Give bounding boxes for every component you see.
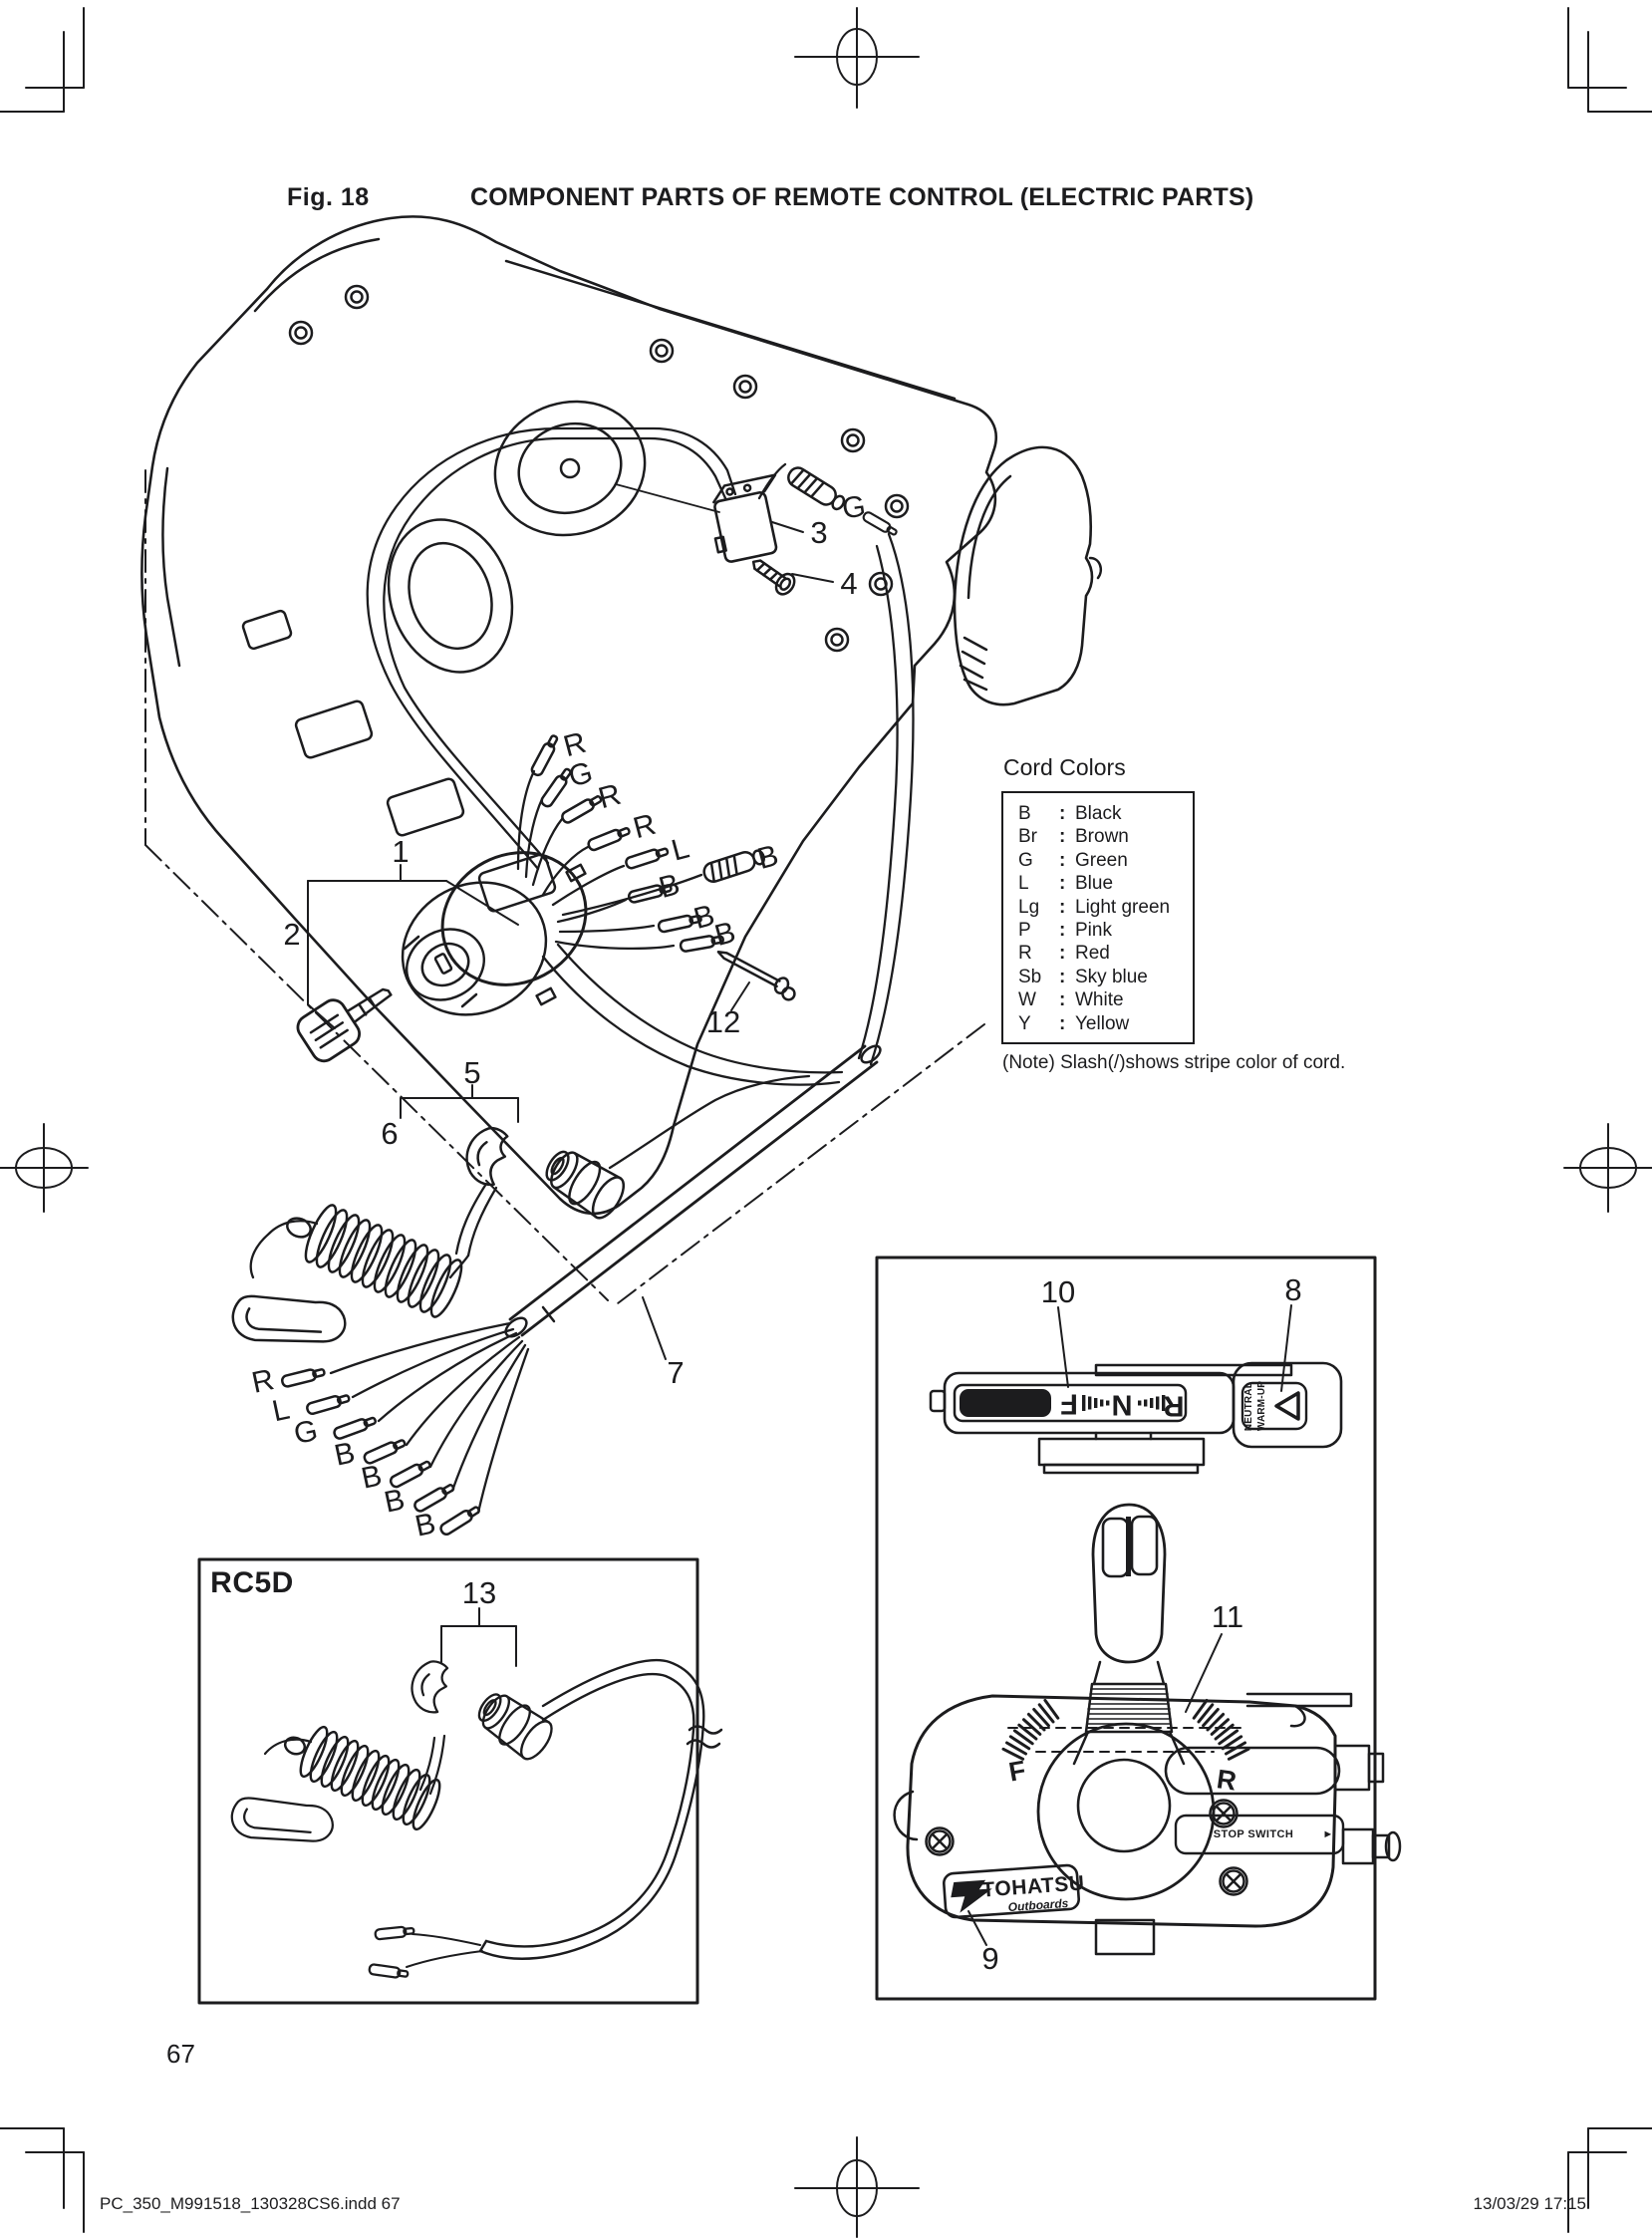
- legend-row: Lg:Light green: [1018, 896, 1171, 918]
- page-title: COMPONENT PARTS OF REMOTE CONTROL (ELECT…: [470, 183, 1254, 211]
- inset-box: [197, 1557, 723, 2005]
- stop-switch-label: STOP SWITCH: [1213, 1828, 1294, 1840]
- indicator-ticks: [1082, 1395, 1166, 1411]
- switch-wire-fan: [516, 769, 703, 951]
- page-number: 67: [166, 2039, 195, 2069]
- leader-lines: [307, 521, 1292, 1946]
- legend-row: G:Green: [1018, 849, 1128, 871]
- key-sketch: [296, 987, 393, 1063]
- main-switch-sketch: [296, 426, 768, 1063]
- footer-timestamp: 13/03/29 17:15: [1473, 2194, 1586, 2213]
- lever-sketch: [1072, 1503, 1186, 1766]
- cable-sketch: [279, 943, 882, 1538]
- callout-9: 9: [981, 1941, 999, 1976]
- stop-switch-arrow: ►: [1322, 1828, 1334, 1840]
- neutral-warmup-label: NEUTRAL WARM-UP: [1243, 1380, 1267, 1432]
- legend-box: B:Black Br:Brown G:Green L:Blue Lg:Light…: [1001, 791, 1195, 1044]
- chain-lines: [144, 469, 985, 1304]
- callout-11: 11: [1211, 1599, 1244, 1634]
- legend-row: R:Red: [1018, 943, 1110, 965]
- switch-box-sketch: [615, 445, 1102, 1066]
- legend-row: P:Pink: [1018, 920, 1112, 942]
- legend-row: Sb:Sky blue: [1018, 966, 1148, 987]
- callout-4: 4: [840, 566, 858, 601]
- brand-plate: [943, 1863, 1080, 1919]
- indicator-letter-r: R: [1163, 1389, 1185, 1422]
- lanyard-sketch: [226, 1074, 811, 1364]
- legend-note: (Note) Slash(/)shows stripe color of cor…: [1002, 1052, 1346, 1073]
- callout-6: 6: [381, 1116, 399, 1151]
- legend-row: W:White: [1018, 989, 1124, 1011]
- housing-sketch: [140, 215, 997, 1304]
- legend-row: Br:Brown: [1018, 826, 1129, 848]
- inset-coil: [299, 1725, 441, 1831]
- control-body-sketch: [893, 1692, 1402, 1956]
- indicator-sketch: [929, 1361, 1343, 1475]
- indicator-letter-f: F: [1060, 1387, 1078, 1420]
- indicator-letter-n: N: [1111, 1388, 1133, 1421]
- legend-row: L:Blue: [1018, 873, 1114, 895]
- panel-box: [875, 1256, 1402, 2001]
- callout-7: 7: [667, 1355, 685, 1390]
- pin-sketch: [716, 951, 796, 1001]
- callout-8: 8: [1284, 1272, 1302, 1307]
- figure-number: Fig. 18: [287, 183, 370, 211]
- cover-sketch: [953, 445, 1102, 706]
- callout-10: 10: [1040, 1274, 1076, 1309]
- cord-colors-legend: Cord Colors B:Black Br:Brown G:Green L:B…: [1001, 754, 1345, 1074]
- registration-marks: [0, 7, 1652, 2238]
- callout-13: 13: [461, 1575, 497, 1610]
- callout-2: 2: [283, 917, 301, 952]
- inset-model-label: RC5D: [210, 1566, 294, 1599]
- callout-12: 12: [705, 1004, 741, 1039]
- legend-row: Y:Yellow: [1018, 1012, 1130, 1034]
- screw-sketch: [751, 559, 796, 596]
- callout-3: 3: [810, 515, 828, 550]
- coil-sketch: [304, 1204, 463, 1318]
- legend-title: Cord Colors: [1003, 754, 1126, 780]
- wire-label-g2: G: [840, 489, 868, 526]
- callout-1: 1: [392, 834, 410, 869]
- legend-row: B:Black: [1018, 803, 1122, 824]
- callout-5: 5: [463, 1055, 481, 1090]
- footer-filename: PC_350_M991518_130328CS6.indd 67: [100, 2194, 401, 2213]
